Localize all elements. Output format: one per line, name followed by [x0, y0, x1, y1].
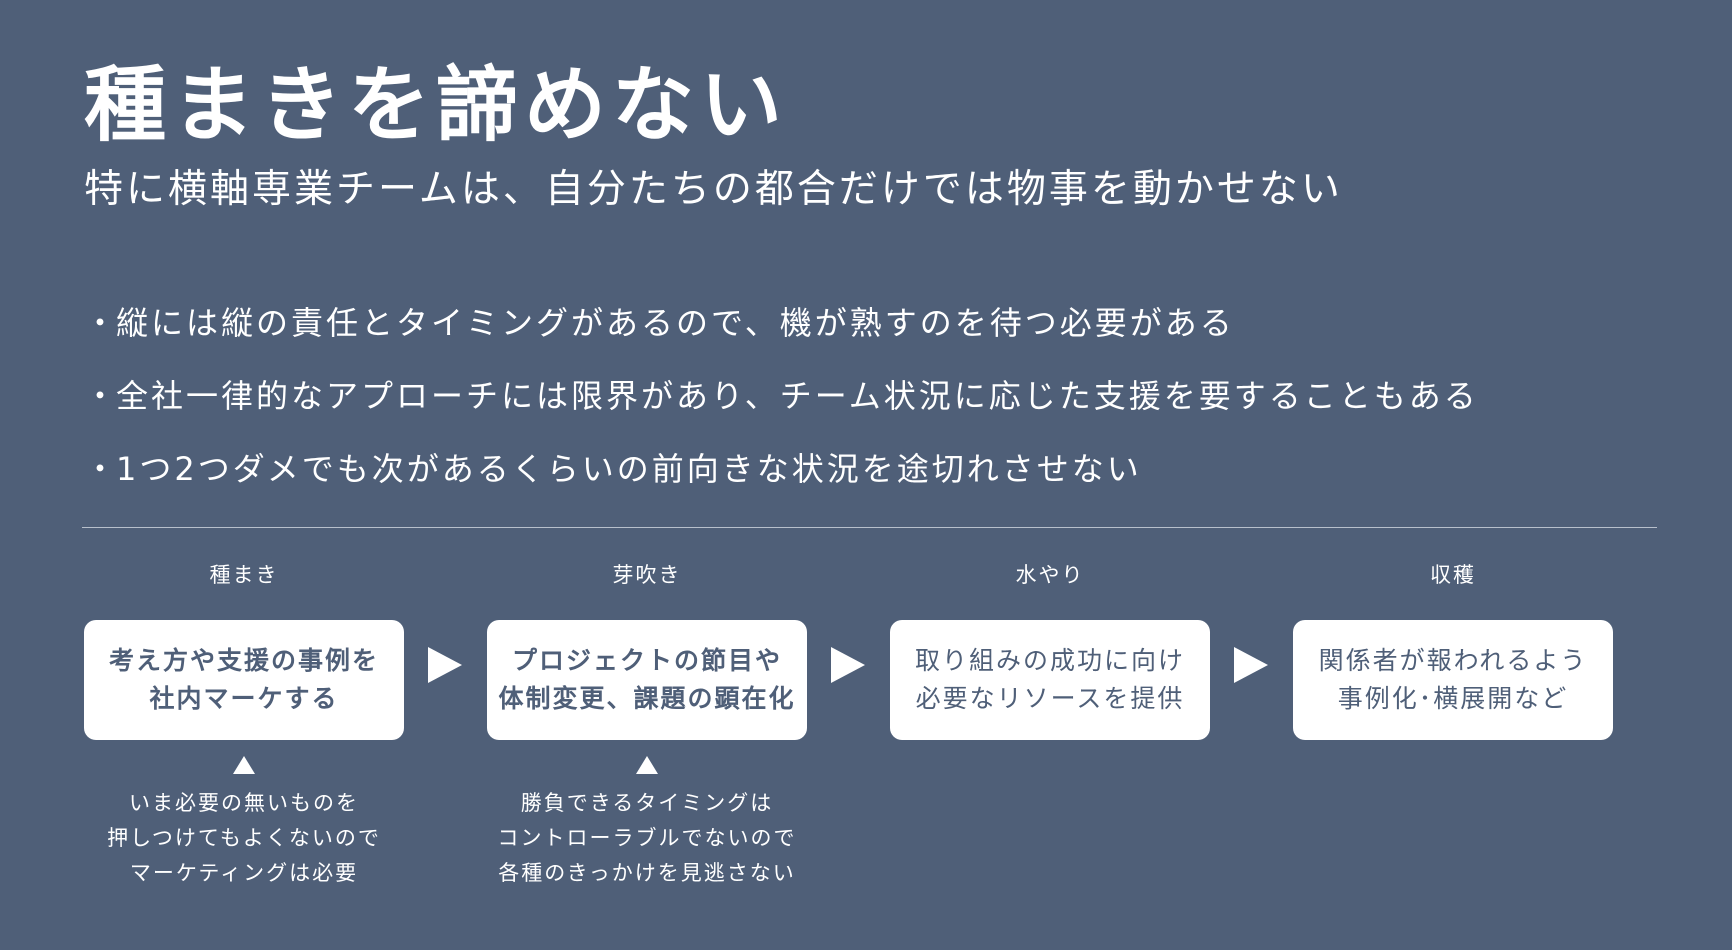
- stage-note: 勝負できるタイミングは コントローラブルでないので 各種のきっかけを見逃さない: [487, 786, 807, 891]
- bullet-marker: ・: [84, 304, 120, 342]
- box-line: 必要なリソースを提供: [915, 684, 1185, 713]
- bullet-marker: ・: [84, 377, 120, 415]
- note-line: 各種のきっかけを見逃さない: [498, 861, 796, 885]
- stage-harvest: 収穫 関係者が報われるよう 事例化･横展開など: [1293, 560, 1613, 740]
- box-line: 事例化･横展開など: [1337, 684, 1569, 713]
- box-line: 考え方や支援の事例を: [108, 646, 379, 675]
- box-line: 体制変更、課題の顕在化: [498, 684, 796, 713]
- note-line: 押しつけてもよくないので: [107, 826, 381, 850]
- box-line: 社内マーケする: [149, 684, 339, 713]
- up-triangle-icon: [636, 756, 658, 774]
- stage-label: 芽吹き: [612, 563, 682, 587]
- slide-subtitle: 特に横軸専業チームは、自分たちの都合だけでは物事を動かせない: [84, 167, 1343, 212]
- note-line: 勝負できるタイミングは: [520, 791, 774, 815]
- bullet-text: 全社一律的なアプローチには限界があり、チーム状況に応じた支援を要することもある: [116, 377, 1479, 415]
- divider: [82, 527, 1657, 528]
- stage-box: 考え方や支援の事例を 社内マーケする: [84, 620, 404, 740]
- slide-title: 種まきを諦めない: [84, 58, 789, 153]
- bullet-text: 1つ2つダメでも次があるくらいの前向きな状況を途切れさせない: [116, 450, 1142, 488]
- bullet-text: 縦には縦の責任とタイミングがあるので、機が熟すのを待つ必要がある: [116, 304, 1235, 342]
- note-line: マーケティングは必要: [129, 861, 359, 885]
- bullet-item: ・1つ2つダメでも次があるくらいの前向きな状況を途切れさせない: [84, 444, 1142, 490]
- stage-label: 種まき: [209, 563, 279, 587]
- stage-seeding: 種まき 考え方や支援の事例を 社内マーケする いま必要の無いものを 押しつけても…: [84, 560, 404, 891]
- box-line: 取り組みの成功に向け: [914, 646, 1185, 675]
- stage-box: 取り組みの成功に向け 必要なリソースを提供: [890, 620, 1210, 740]
- bullet-item: ・全社一律的なアプローチには限界があり、チーム状況に応じた支援を要することもある: [84, 371, 1479, 417]
- note-line: コントローラブルでないので: [497, 826, 797, 850]
- note-line: いま必要の無いものを: [129, 791, 359, 815]
- stage-box: 関係者が報われるよう 事例化･横展開など: [1293, 620, 1613, 740]
- stage-watering: 水やり 取り組みの成功に向け 必要なリソースを提供: [890, 560, 1210, 740]
- box-line: 関係者が報われるよう: [1318, 646, 1588, 675]
- stage-label: 水やり: [1015, 563, 1085, 587]
- bullet-marker: ・: [84, 450, 120, 488]
- box-line: プロジェクトの節目や: [511, 646, 782, 675]
- right-triangle-icon: [831, 647, 865, 683]
- stage-label: 収穫: [1430, 563, 1476, 587]
- up-triangle-icon: [233, 756, 255, 774]
- bullet-item: ・縦には縦の責任とタイミングがあるので、機が熟すのを待つ必要がある: [84, 298, 1235, 344]
- stage-note: いま必要の無いものを 押しつけてもよくないので マーケティングは必要: [84, 786, 404, 891]
- stage-box: プロジェクトの節目や 体制変更、課題の顕在化: [487, 620, 807, 740]
- right-triangle-icon: [428, 647, 462, 683]
- stage-sprouting: 芽吹き プロジェクトの節目や 体制変更、課題の顕在化 勝負できるタイミングは コ…: [487, 560, 807, 891]
- right-triangle-icon: [1234, 647, 1268, 683]
